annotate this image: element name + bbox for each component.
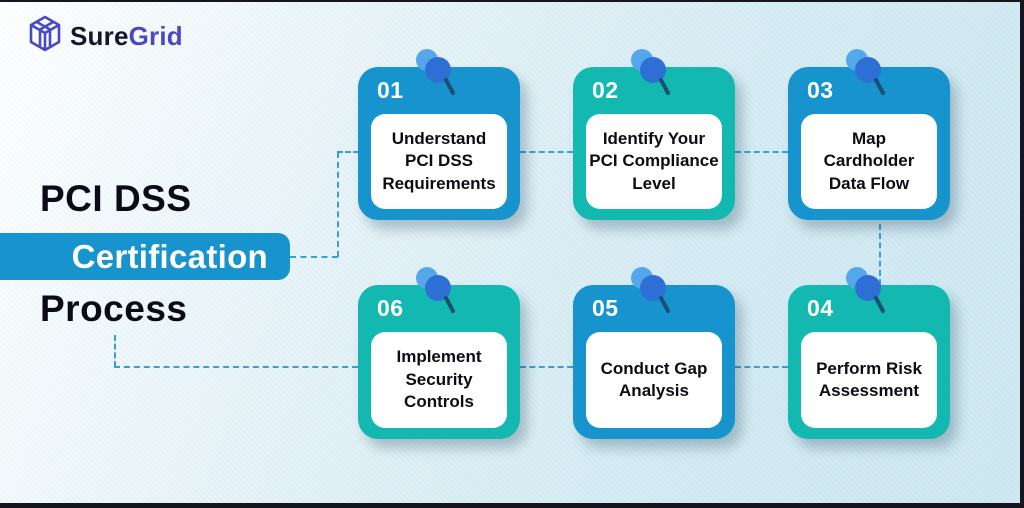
step-label: Understand PCI DSS Requirements xyxy=(382,128,496,193)
dashed-connector xyxy=(114,335,116,367)
step-label: Map Cardholder Data Flow xyxy=(823,128,915,193)
dashed-connector xyxy=(520,366,573,368)
dashed-connector xyxy=(735,366,788,368)
step-card-02: 02 Identify Your PCI Compliance Level xyxy=(573,49,735,220)
dashed-connector xyxy=(114,366,358,368)
step-card-03: 03 Map Cardholder Data Flow xyxy=(788,49,950,220)
dashed-connector xyxy=(290,256,338,258)
step-label: Perform Risk Assessment xyxy=(816,358,922,400)
push-pin-icon xyxy=(842,48,888,100)
push-pin-icon xyxy=(412,48,458,100)
brand-name: SureGrid xyxy=(70,21,183,52)
step-card-06: 06 Implement Security Controls xyxy=(358,267,520,439)
step-label: Implement Security Controls xyxy=(396,347,482,412)
step-card-04: 04 Perform Risk Assessment xyxy=(788,267,950,439)
step-number: 05 xyxy=(592,295,619,321)
title-highlight-box: Certification xyxy=(0,233,290,280)
step-label-box: Map Cardholder Data Flow xyxy=(801,114,937,209)
step-label-box: Perform Risk Assessment xyxy=(801,332,937,428)
step-number: 03 xyxy=(807,77,834,103)
push-pin-icon xyxy=(842,266,888,318)
step-label-box: Identify Your PCI Compliance Level xyxy=(586,114,722,209)
step-number: 06 xyxy=(377,295,404,321)
title-line-2: Certification xyxy=(71,237,268,275)
step-number: 04 xyxy=(807,295,834,321)
push-pin-icon xyxy=(627,48,673,100)
push-pin-icon xyxy=(627,266,673,318)
brand-name-secondary: Grid xyxy=(128,21,183,51)
dashed-connector xyxy=(735,151,788,153)
push-pin-icon xyxy=(412,266,458,318)
brand-logo: SureGrid xyxy=(28,15,183,58)
step-number: 02 xyxy=(592,77,619,103)
step-label: Conduct Gap Analysis xyxy=(600,358,708,400)
step-card-01: 01 Understand PCI DSS Requirements xyxy=(358,49,520,220)
dashed-connector xyxy=(879,224,881,285)
title-line-3: Process xyxy=(40,288,188,329)
step-label-box: Conduct Gap Analysis xyxy=(586,332,722,428)
step-number: 01 xyxy=(377,77,404,103)
dashed-connector xyxy=(337,151,359,153)
step-label-box: Understand PCI DSS Requirements xyxy=(371,114,507,209)
dashed-connector xyxy=(520,151,573,153)
brand-name-primary: Sure xyxy=(70,21,129,51)
dashed-connector xyxy=(337,152,339,257)
step-label: Identify Your PCI Compliance Level xyxy=(589,128,719,193)
title-line-1: PCI DSS xyxy=(40,178,192,219)
cube-grid-icon xyxy=(28,15,62,58)
step-label-box: Implement Security Controls xyxy=(371,332,507,428)
step-card-05: 05 Conduct Gap Analysis xyxy=(573,267,735,439)
